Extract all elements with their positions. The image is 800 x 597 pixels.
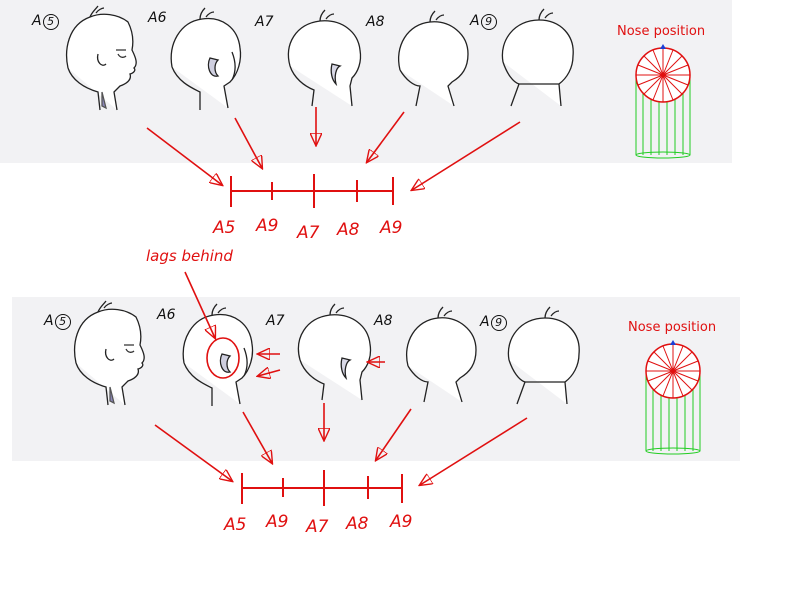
nose-position-title: Nose position — [617, 24, 706, 39]
head-drawing-a5 — [73, 300, 145, 406]
nose-position-wheel — [645, 339, 701, 455]
head-drawing-a7 — [297, 303, 372, 401]
head-drawing-a5 — [65, 5, 137, 111]
bottom-arrows — [154, 403, 528, 485]
timeline-label: A5 — [224, 515, 247, 535]
lags-behind-annotation: lags behind — [146, 247, 233, 265]
timeline-label: A7 — [297, 223, 320, 243]
top-timeline — [230, 174, 394, 208]
frame-label-a8: A8 — [374, 313, 393, 329]
frame-label-a6: A6 — [148, 10, 167, 26]
frame-label-a7: A7 — [255, 14, 274, 30]
head-drawing-a7 — [287, 9, 362, 107]
timeline-label: A8 — [337, 220, 360, 240]
timeline-label: A9 — [256, 216, 279, 236]
lags-behind-marker — [184, 271, 385, 378]
frame-label-a8: A8 — [366, 14, 385, 30]
timeline-label: A9 — [390, 512, 413, 532]
head-drawing-a9 — [501, 8, 574, 107]
nose-position-wheel — [635, 43, 691, 159]
frame-label-a6: A6 — [157, 307, 176, 323]
bottom-timeline — [241, 470, 403, 506]
timeline-label: A9 — [380, 218, 403, 238]
head-drawing-a8 — [405, 306, 477, 403]
timeline-label: A9 — [266, 512, 289, 532]
head-drawing-a6 — [170, 7, 242, 111]
head-drawing-a9 — [507, 306, 580, 405]
head-drawing-a8 — [397, 10, 469, 107]
frame-label-a7: A7 — [266, 313, 285, 329]
timeline-label: A7 — [306, 517, 329, 537]
top-arrows — [146, 107, 521, 190]
timeline-label: A5 — [213, 218, 236, 238]
head-drawing-a6 — [182, 303, 254, 407]
timeline-label: A8 — [346, 514, 369, 534]
nose-position-title: Nose position — [628, 320, 717, 335]
